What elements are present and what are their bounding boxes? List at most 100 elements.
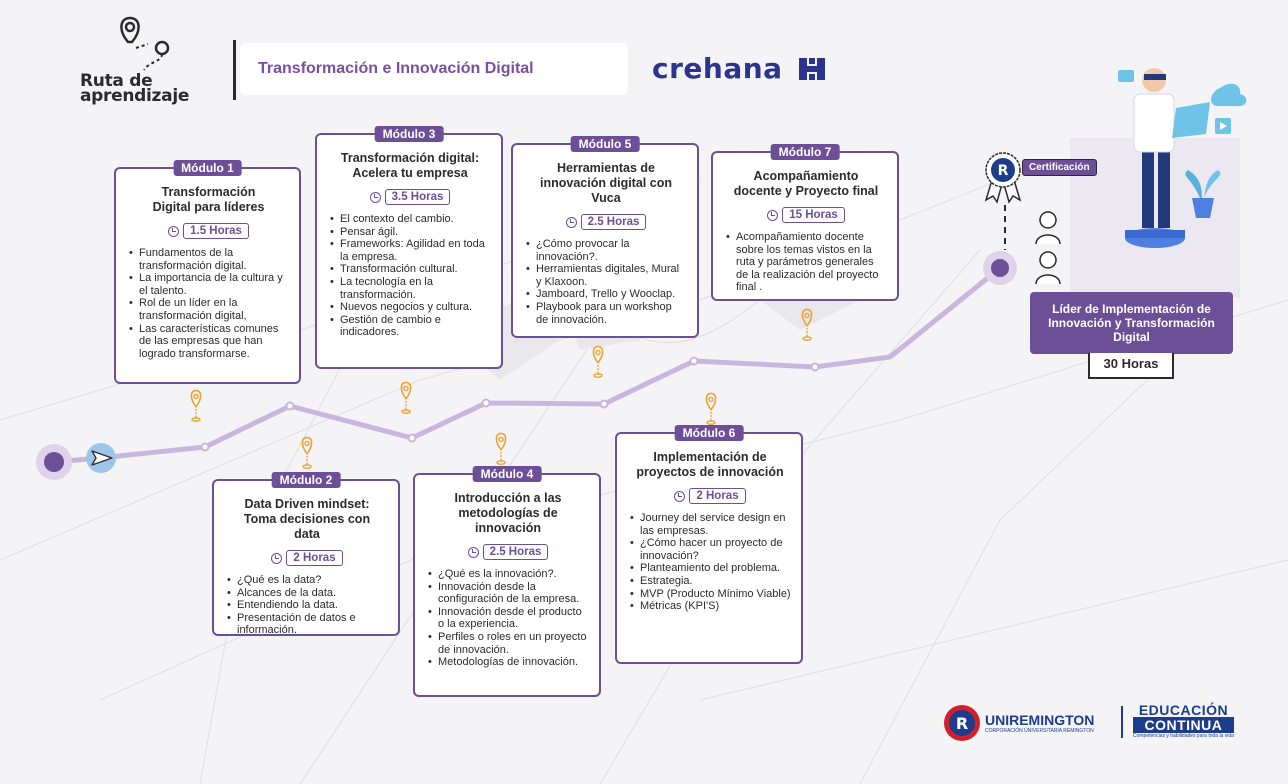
- module-4-card: Módulo 4 Introducción a las metodologías…: [413, 466, 601, 697]
- users-icon: [1035, 211, 1061, 285]
- module-tag: Módulo 3: [374, 126, 444, 142]
- topic-item: Entendiendo la data.: [227, 599, 388, 612]
- topic-item: Estrategia.: [630, 575, 791, 588]
- topic-item: Las características comunes de las empre…: [129, 323, 289, 361]
- module-3-card: Módulo 3 Transformación digital: Acelera…: [315, 126, 503, 369]
- certification-role: Líder de Implementación de Innovación y …: [1030, 292, 1233, 354]
- topic-item: Nuevos negocios y cultura.: [330, 301, 491, 314]
- topic-item: Metodologías de innovación.: [428, 656, 589, 669]
- svg-text:R: R: [956, 714, 968, 733]
- module-hours: 1.5 Horas: [128, 223, 289, 239]
- topic-item: ¿Cómo provocar la innovación?.: [526, 238, 687, 263]
- topic-list: ¿Qué es la data? Alcances de la data. En…: [226, 574, 388, 637]
- topic-item: Pensar ágil.: [330, 226, 491, 239]
- uniremington-r-icon: R: [944, 705, 980, 741]
- educacion-continua-logo: EDUCACIÓN CONTINUA Competencias y habili…: [1133, 703, 1234, 739]
- topic-item: El contexto del cambio.: [330, 213, 491, 226]
- topic-item: Rol de un líder en la transformación dig…: [129, 297, 289, 322]
- module-5-card: Módulo 5 Herramientas de innovación digi…: [511, 136, 699, 338]
- topic-item: ¿Cómo hacer un proyecto de innovación?: [630, 537, 791, 562]
- logo-line-2: aprendizaje: [80, 86, 190, 106]
- course-title: Transformación e Innovación Digital: [240, 43, 628, 95]
- module-hours: 2.5 Horas: [525, 214, 687, 230]
- module-1-card: Módulo 1 Transformación Digital para líd…: [114, 160, 301, 384]
- educ-line-3: Competencias y habilidades para toda la …: [1133, 733, 1234, 739]
- topic-item: Gestión de cambio e indicadores.: [330, 314, 491, 339]
- topic-list: Acompañamiento docente sobre los temas v…: [725, 231, 887, 294]
- module-hours: 2 Horas: [226, 550, 388, 566]
- crehana-h-icon: [798, 58, 825, 80]
- topic-item: Métricas (KPI'S): [630, 600, 791, 613]
- topic-item: Innovación desde la configuración de la …: [428, 581, 589, 606]
- clock-icon: [674, 490, 686, 502]
- topic-item: La importancia de la cultura y el talent…: [129, 272, 289, 297]
- module-title: Data Driven mindset: Toma decisiones con…: [243, 497, 371, 541]
- module-title: Transformación Digital para líderes: [152, 185, 265, 214]
- topic-item: Perfiles o roles en un proyecto de innov…: [428, 631, 589, 656]
- topic-item: ¿Qué es la data?: [227, 574, 388, 587]
- module-hours: 3.5 Horas: [329, 189, 491, 205]
- clock-icon: [369, 191, 381, 203]
- clock-icon: [565, 216, 577, 228]
- location-pin-icon: [190, 389, 202, 422]
- topic-item: Alcances de la data.: [227, 587, 388, 600]
- topic-list: Fundamentos de la transformación digital…: [128, 247, 289, 360]
- topic-list: Journey del service design en las empres…: [629, 512, 791, 613]
- topic-item: Fundamentos de la transformación digital…: [129, 247, 289, 272]
- module-2-card: Módulo 2 Data Driven mindset: Toma decis…: [212, 472, 400, 637]
- location-pin-icon: [801, 308, 813, 341]
- topic-item: ¿Qué es la innovación?.: [428, 568, 589, 581]
- location-pin-icon: [120, 16, 170, 71]
- certification-badge-icon: R: [984, 152, 1022, 204]
- topic-item: Frameworks: Agilidad en toda la empresa.: [330, 238, 491, 263]
- topic-list: ¿Cómo provocar la innovación?. Herramien…: [525, 238, 687, 326]
- module-hours: 2 Horas: [629, 488, 791, 504]
- topic-item: Planteamiento del problema.: [630, 562, 791, 575]
- svg-text:R: R: [998, 163, 1009, 179]
- hours-pill: 2 Horas: [689, 488, 746, 504]
- topic-item: MVP (Producto Mínimo Viable): [630, 588, 791, 601]
- hours-pill: 2.5 Horas: [580, 214, 647, 230]
- module-tag: Módulo 1: [173, 160, 242, 176]
- module-hours: 2.5 Horas: [427, 544, 589, 560]
- module-tag: Módulo 7: [770, 144, 840, 160]
- module-tag: Módulo 4: [472, 466, 542, 482]
- module-hours: 15 Horas: [725, 207, 887, 223]
- hours-pill: 2.5 Horas: [482, 544, 549, 560]
- crehana-logo: crehana: [652, 52, 825, 85]
- topic-item: Playbook para un workshop de innovación.: [526, 301, 687, 326]
- module-title: Introducción a las metodologías de innov…: [454, 491, 562, 535]
- hours-pill: 3.5 Horas: [384, 189, 451, 205]
- topic-item: Jamboard, Trello y Wooclap.: [526, 288, 687, 301]
- topic-list: ¿Qué es la innovación?. Innovación desde…: [427, 568, 589, 669]
- topic-item: Herramientas digitales, Mural y Klaxoon.: [526, 263, 687, 288]
- module-tag: Módulo 5: [570, 136, 640, 152]
- module-title: Acompañamiento docente y Proyecto final: [733, 169, 879, 198]
- total-hours: 30 Horas: [1088, 353, 1174, 379]
- brand-name: crehana: [652, 52, 783, 85]
- hours-pill: 2 Horas: [286, 550, 343, 566]
- module-tag: Módulo 6: [674, 425, 744, 441]
- location-pin-icon: [301, 436, 313, 469]
- footer-divider: [1121, 706, 1123, 738]
- educ-line-1: EDUCACIÓN: [1138, 702, 1229, 718]
- person-illustration: [1070, 68, 1247, 298]
- topic-item: Presentación de datos e información.: [227, 612, 388, 637]
- certification-label: Certificación: [1022, 159, 1097, 176]
- clock-icon: [271, 552, 283, 564]
- uniremington-name: UNIREMINGTON: [985, 712, 1095, 728]
- topic-item: La tecnología en la transformación.: [330, 276, 491, 301]
- route-logo: Ruta de aprendizaje: [80, 14, 230, 114]
- hours-pill: 15 Horas: [782, 207, 845, 223]
- topic-item: Transformación cultural.: [330, 263, 491, 276]
- module-7-card: Módulo 7 Acompañamiento docente y Proyec…: [711, 144, 899, 301]
- topic-item: Journey del service design en las empres…: [630, 512, 791, 537]
- location-pin-icon: [400, 381, 412, 414]
- logo-text: Ruta de aprendizaje: [80, 73, 190, 106]
- module-title: Herramientas de innovación digital con V…: [540, 161, 672, 205]
- module-title: Implementación de proyectos de innovació…: [636, 450, 784, 479]
- module-6-card: Módulo 6 Implementación de proyectos de …: [615, 425, 803, 664]
- hours-pill: 1.5 Horas: [183, 223, 249, 239]
- topic-item: Innovación desde el producto o la experi…: [428, 606, 589, 631]
- clock-icon: [767, 209, 779, 221]
